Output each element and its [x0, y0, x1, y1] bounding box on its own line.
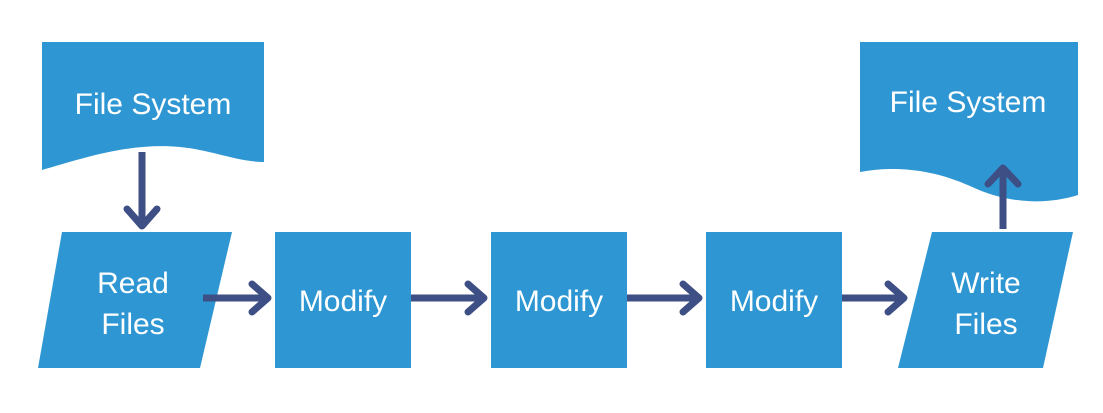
modify-3-label: Modify — [730, 285, 818, 318]
document-shape-target — [860, 42, 1078, 202]
node-modify-2: Modify — [491, 232, 627, 368]
write-files-label-line-1: Write — [951, 267, 1020, 300]
parallelogram-shape-write — [898, 232, 1073, 368]
read-files-label-line-1: Read — [97, 267, 169, 300]
write-files-label-line-2: Files — [954, 308, 1017, 341]
modify-1-label: Modify — [299, 285, 387, 318]
process-shape-modify-2 — [491, 232, 627, 368]
process-shape-modify-1 — [275, 232, 411, 368]
node-read-files: Read Files — [38, 232, 232, 368]
document-shape-source — [42, 42, 264, 170]
arrow-write-to-target — [984, 164, 1022, 229]
node-modify-1: Modify — [275, 232, 411, 368]
arrow-modify-2-to-modify-3 — [627, 280, 703, 316]
target-file-system-label: File System — [890, 86, 1047, 119]
modify-2-label: Modify — [515, 285, 603, 318]
arrow-read-to-modify-1 — [203, 280, 272, 316]
source-file-system-label: File System — [75, 88, 232, 121]
read-files-label-line-2: Files — [101, 308, 164, 341]
arrow-modify-3-to-write — [842, 280, 908, 316]
node-modify-3: Modify — [706, 232, 842, 368]
node-target-file-system: File System — [860, 42, 1078, 202]
arrow-modify-1-to-modify-2 — [411, 280, 488, 316]
parallelogram-shape-read — [38, 232, 232, 368]
node-source-file-system: File System — [42, 42, 264, 170]
node-write-files: Write Files — [898, 232, 1073, 368]
arrow-source-to-read — [123, 152, 161, 230]
process-shape-modify-3 — [706, 232, 842, 368]
